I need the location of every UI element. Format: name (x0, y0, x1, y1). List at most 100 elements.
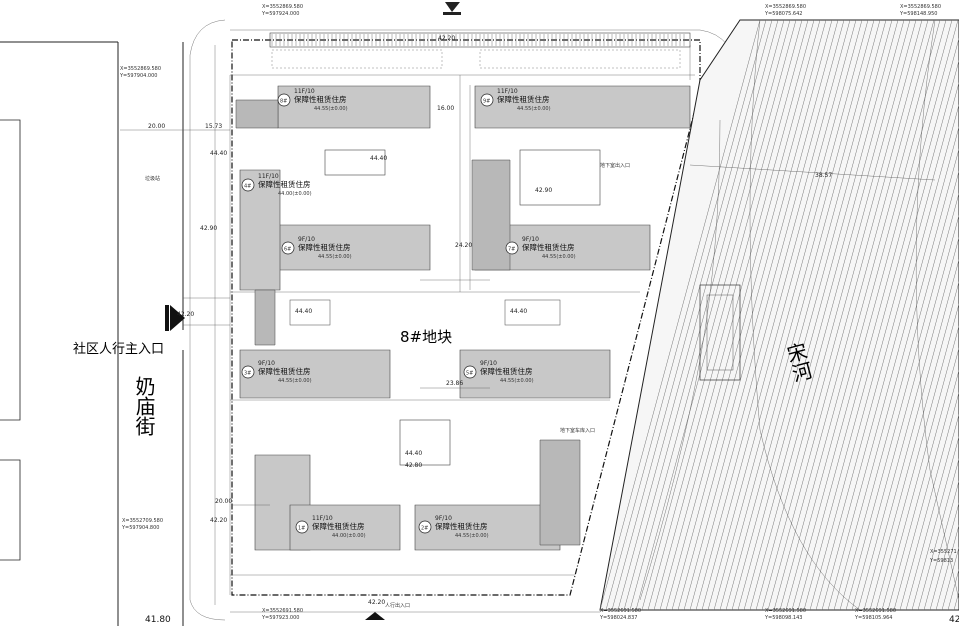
river-hatch-line (899, 391, 959, 611)
elevation-bottom: 42.20 (368, 599, 385, 606)
building-id: 8# (280, 99, 287, 105)
building-number-circle (241, 178, 255, 192)
river-hatch-line (785, 19, 947, 611)
elevation-yard: 44.40 (295, 308, 312, 315)
internal-road (229, 74, 695, 595)
building-floors: 11F/10 (258, 173, 279, 180)
river-hatch-line (707, 19, 869, 611)
elevation-top: 42.20 (438, 35, 455, 42)
dimension-values: 20.00 15.73 24.20 23.86 20.00 16.00 38.5… (148, 105, 832, 524)
river-zone (599, 19, 959, 611)
building-floors: 9F/10 (435, 515, 452, 522)
river-hatch-line (725, 19, 887, 611)
river-hatch-line (779, 19, 941, 611)
dimension: 16.00 (437, 105, 454, 112)
river-hatch-line (887, 347, 959, 611)
coord-x: X=3552691.580 (855, 608, 896, 614)
entrance-arrows (165, 2, 461, 620)
river-hatch-line (701, 19, 863, 611)
river-hatch-line (917, 457, 959, 611)
note-garage: 地下室车库入口 (560, 427, 595, 434)
elevation-yard: 44.40 (370, 155, 387, 162)
coord-y: Y=598098.143 (764, 615, 802, 621)
building-level: 44.55(±0.00) (542, 254, 576, 260)
river-hatch-line (629, 19, 791, 611)
river-hatch-line (641, 19, 803, 611)
building-number-circle (241, 365, 255, 379)
coordinate-labels: X=3552869.580 Y=597924.000 X=3552869.580… (119, 4, 957, 621)
river-hatch-line (695, 19, 857, 611)
river-hatch-line (689, 19, 851, 611)
elevation-yard: 44.40 (510, 308, 527, 315)
coord-y: Y=597904.000 (119, 73, 157, 79)
building-floors: 9F/10 (298, 236, 315, 243)
building-id: 6# (284, 247, 291, 253)
coord-y: Y=597924.000 (261, 11, 299, 17)
building-floors: 11F/10 (294, 88, 315, 95)
river-hatch-line (833, 148, 959, 611)
river-hatch-line (719, 19, 881, 611)
building-id: 9# (483, 99, 490, 105)
river-hatch-line (797, 19, 959, 611)
river-hatch-line (929, 502, 959, 611)
coord-x: X=3552869.580 (765, 4, 806, 10)
coord-x: X=355271 (930, 549, 957, 555)
building-floors: 9F/10 (522, 236, 539, 243)
building-use: 保障性租赁住房 (312, 521, 365, 531)
elevation-left: 42.20 (177, 311, 194, 318)
river-hatch-line (671, 19, 833, 611)
river-hatch-line (767, 19, 929, 611)
river-hatch-line (851, 214, 959, 611)
building-level: 44.00(±0.00) (332, 533, 366, 539)
river-hatch-line (827, 125, 959, 611)
river-hatch-line (665, 19, 827, 611)
note-basement: 地下室出入口 (600, 162, 630, 169)
building-id: 5# (466, 371, 473, 377)
river-hatch-line (755, 19, 917, 611)
coord-x: X=3552869.580 (120, 66, 161, 72)
building-number-circle (505, 241, 519, 255)
elevation-yard: 42.90 (535, 187, 552, 194)
building-number-circle (281, 241, 295, 255)
coord-y: Y=598075.642 (764, 11, 802, 17)
river-hatch-line (737, 19, 899, 611)
river-hatch-line (809, 59, 959, 611)
river-hatch-line (761, 19, 923, 611)
coord-y: Y=598105.964 (854, 615, 892, 621)
river-hatch-line (893, 369, 959, 611)
dimension: 42.20 (210, 517, 227, 524)
river-hatch-line (815, 81, 959, 611)
elevation-yard: 42.80 (405, 462, 422, 469)
dimension: 44.40 (210, 150, 227, 157)
building-use: 保障性租赁住房 (294, 94, 347, 104)
river-hatch-line (713, 19, 875, 611)
road-boundaries (0, 19, 741, 626)
river-hatch-line (773, 19, 935, 611)
dimension: 38.57 (815, 172, 832, 179)
building-floors: 11F/10 (497, 88, 518, 95)
building-id: 4# (244, 184, 251, 190)
building-level: 44.55(±0.00) (314, 106, 348, 112)
river-hatch-line (647, 19, 809, 611)
river-hatch-line (803, 37, 959, 611)
building-number-circle (418, 520, 432, 534)
elevation-yard: 44.40 (405, 450, 422, 457)
property-boundary (231, 39, 701, 596)
building-level: 44.55(±0.00) (318, 254, 352, 260)
coord-y: Y=597904.800 (121, 525, 159, 531)
river-hatch-line (617, 19, 779, 611)
river-hatch-line (635, 19, 797, 611)
building-use: 保障性租赁住房 (435, 521, 488, 531)
elevation-corner-br: 42 (949, 615, 959, 625)
building-id: 2# (421, 526, 428, 532)
coord-y: Y=597923.000 (261, 615, 299, 621)
dimension: 20.00 (215, 498, 232, 505)
note-garbage: 垃圾站 (145, 175, 160, 182)
building-floors: 9F/10 (258, 360, 275, 367)
river-hatch-line (857, 236, 959, 611)
river-hatch-line (821, 103, 959, 611)
river-hatch-line (791, 19, 953, 611)
building-id: 1# (298, 526, 305, 532)
